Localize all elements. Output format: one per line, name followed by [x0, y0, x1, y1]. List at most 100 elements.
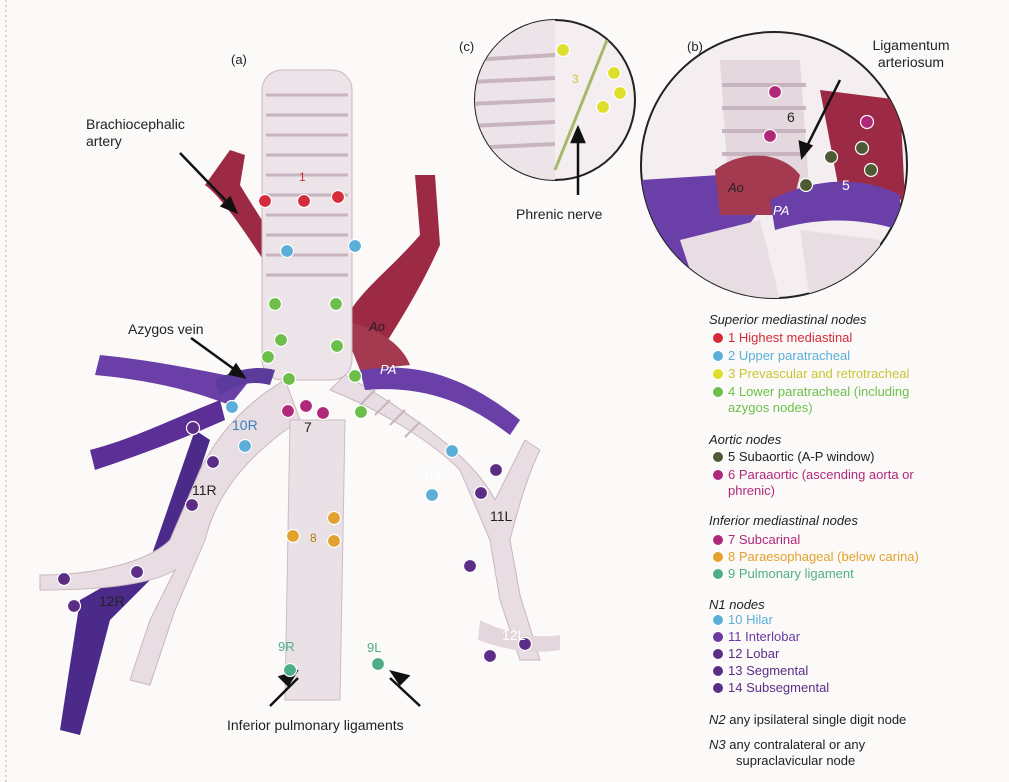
legend-superior-item-0: 1 Highest mediastinal	[728, 330, 852, 345]
lymph-node-violet-22	[131, 566, 144, 579]
pa-label-a: PA	[380, 362, 396, 377]
legend-superior-item-3: 4 Lower paratracheal (including	[728, 384, 909, 399]
lymph-node-teal-27	[284, 664, 297, 677]
lymph-node-violet-18	[187, 422, 200, 435]
panel-b-inset	[620, 32, 907, 300]
lymph-node-blue-29	[446, 445, 459, 458]
lymph-node-darkgreen-44	[856, 142, 869, 155]
node-label-12l: 12L	[502, 628, 525, 643]
lymph-node-orange-25	[328, 512, 341, 525]
phrenic-nerve-label: Phrenic nerve	[516, 207, 602, 222]
panel-c-label: (c)	[459, 39, 474, 54]
lymph-node-green-6	[330, 298, 343, 311]
lymph-node-violet-20	[186, 499, 199, 512]
legend-n1-item-4: 14 Subsegmental	[728, 680, 829, 695]
legend-aortic-item-2: phrenic)	[728, 483, 775, 498]
ligamentum-arteriosum-label: Ligamentum arteriosum	[856, 37, 966, 71]
lymph-node-violet-33	[464, 560, 477, 573]
legend-inferior-item-0: 7 Subcarinal	[728, 532, 800, 547]
node-label-11l: 11L	[490, 509, 512, 524]
lymph-node-magenta-14	[300, 400, 313, 413]
lymph-node-magenta-13	[282, 405, 295, 418]
legend-n3-line2: supraclavicular node	[736, 753, 855, 768]
lymph-node-violet-32	[475, 487, 488, 500]
lymph-node-darkgreen-46	[865, 164, 878, 177]
node-label-5: 5	[842, 178, 850, 193]
lymph-node-violet-23	[68, 600, 81, 613]
panel-b-label: (b)	[687, 39, 703, 54]
lymph-node-yellow-37	[608, 67, 621, 80]
node-label-9r: 9R	[278, 639, 295, 654]
lymph-node-violet-31	[490, 464, 503, 477]
azygos-vessel	[215, 368, 275, 395]
lymph-node-green-10	[283, 373, 296, 386]
legend-n3-line: N3 any contralateral or any	[709, 737, 865, 752]
lymph-node-violet-19	[207, 456, 220, 469]
node-label-6: 6	[787, 110, 795, 125]
legend-inferior-header: Inferior mediastinal nodes	[709, 513, 858, 528]
lymph-node-magenta-40	[769, 86, 782, 99]
esophagus	[285, 420, 345, 700]
legend-n1-dot-4	[712, 682, 724, 694]
node-label-1: 1	[299, 170, 306, 185]
legend-superior-item-2: 3 Prevascular and retrotracheal	[728, 366, 909, 381]
lymph-node-green-9	[262, 351, 275, 364]
legend-n3-text: any contralateral or any	[726, 737, 865, 752]
inferior-ligament-arrow-right	[390, 678, 420, 706]
legend-inferior-dot-2	[712, 568, 724, 580]
lymph-node-green-5	[269, 298, 282, 311]
lymph-node-red-2	[332, 191, 345, 204]
legend-superior-item-1: 2 Upper paratracheal	[728, 348, 850, 363]
legend-n2-text: any ipsilateral single digit node	[726, 712, 907, 727]
pa-label-b: PA	[773, 203, 789, 218]
legend-n1-dot-0	[712, 614, 724, 626]
lymph-node-red-1	[298, 195, 311, 208]
inferior-pulmonary-ligaments-label: Inferior pulmonary ligaments	[227, 718, 404, 733]
azygos-vein-label: Azygos vein	[128, 322, 203, 337]
node-label-9l: 9L	[367, 640, 381, 655]
legend-inferior-dot-1	[712, 551, 724, 563]
lymph-node-yellow-36	[557, 44, 570, 57]
legend-inferior-item-1: 8 Paraesophageal (below carina)	[728, 549, 919, 564]
legend-superior-dot-1	[712, 350, 724, 362]
right-lower-vein	[90, 400, 225, 470]
legend-superior-dot-3	[712, 386, 724, 398]
lymph-node-orange-26	[328, 535, 341, 548]
legend-n1-dot-2	[712, 648, 724, 660]
lymph-node-blue-3	[281, 245, 294, 258]
node-label-12r: 12R	[99, 594, 125, 609]
lymph-node-magenta-41	[764, 130, 777, 143]
legend-n1-item-2: 12 Lobar	[728, 646, 779, 661]
legend-n1-dot-3	[712, 665, 724, 677]
aorta-label-b: Ao	[728, 180, 744, 195]
lymph-node-green-12	[355, 406, 368, 419]
node-label-11r: 11R	[192, 483, 217, 498]
legend-superior-dot-0	[712, 332, 724, 344]
legend-n3-prefix: N3	[709, 737, 726, 752]
lymph-node-blue-4	[349, 240, 362, 253]
lymph-node-violet-34	[484, 650, 497, 663]
azygos-arrow	[191, 338, 238, 372]
legend-n1-header: N1 nodes	[709, 597, 765, 612]
legend-n1-item-1: 11 Interlobar	[728, 629, 800, 644]
lymph-node-orange-24	[287, 530, 300, 543]
legend-n2-line: N2 any ipsilateral single digit node	[709, 712, 906, 727]
legend-n2-prefix: N2	[709, 712, 726, 727]
lymph-node-yellow-38	[614, 87, 627, 100]
lymph-node-darkgreen-43	[825, 151, 838, 164]
legend-n1-item-0: 10 Hilar	[728, 612, 773, 627]
lymph-node-blue-30	[426, 489, 439, 502]
legend-n1-dot-1	[712, 631, 724, 643]
lymph-node-blue-16	[226, 401, 239, 414]
brachiocephalic-artery-label: Brachiocephalic artery	[86, 116, 196, 150]
panel-a-label: (a)	[231, 52, 247, 67]
lymph-node-green-11	[349, 370, 362, 383]
lymph-node-magenta-15	[317, 407, 330, 420]
lymph-node-blue-17	[239, 440, 252, 453]
legend-aortic-dot-0	[712, 451, 724, 463]
lymph-node-teal-28	[372, 658, 385, 671]
legend-inferior-item-2: 9 Pulmonary ligament	[728, 566, 854, 581]
node-label-10r: 10R	[232, 418, 258, 433]
legend-aortic-dot-1	[712, 469, 724, 481]
